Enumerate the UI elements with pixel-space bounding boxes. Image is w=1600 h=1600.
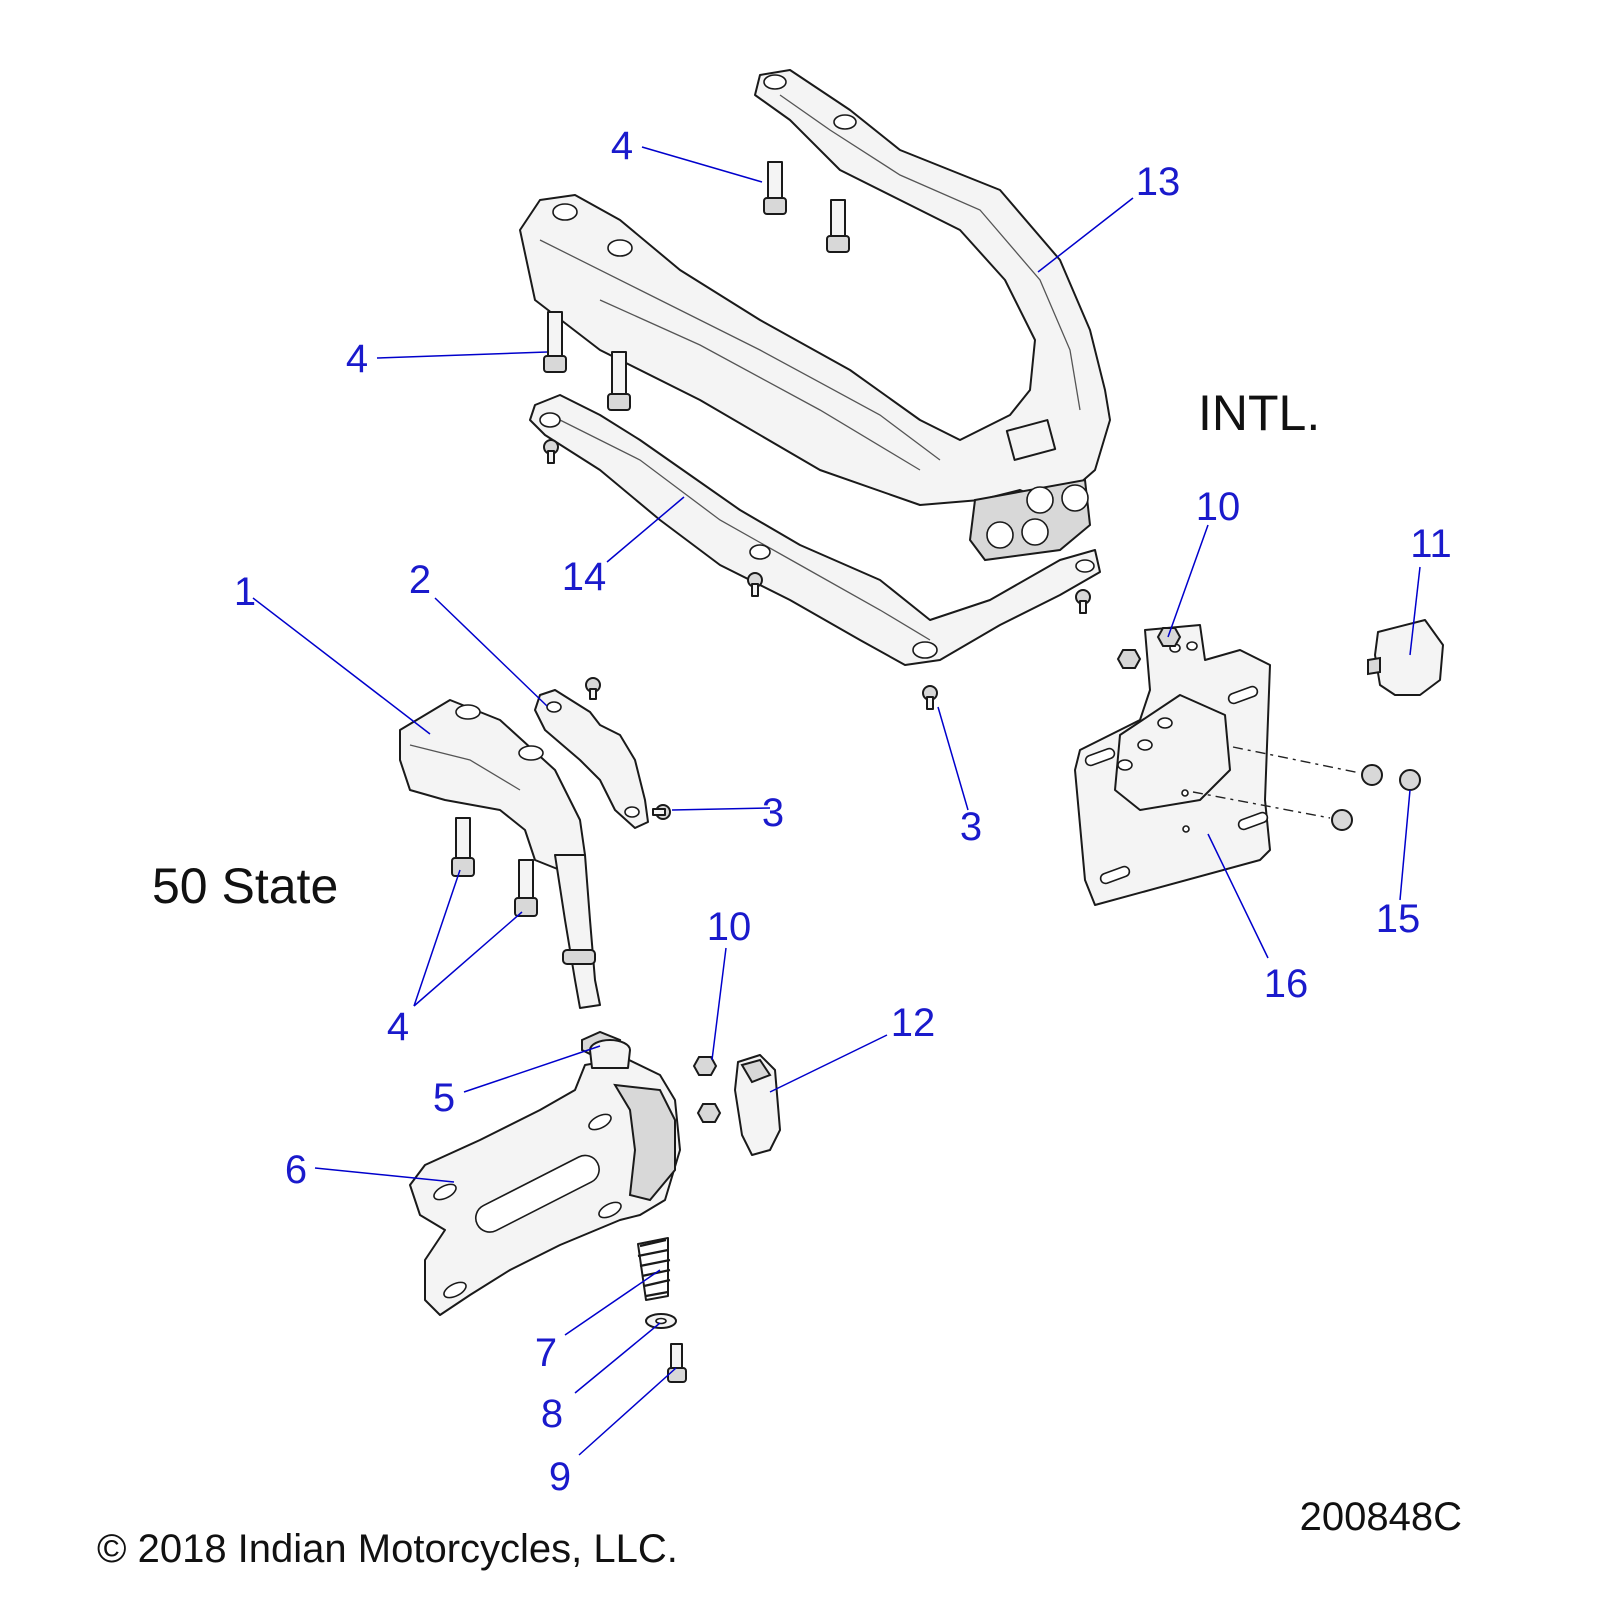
- callout-13: 13: [1136, 160, 1181, 204]
- callout-11: 11: [1410, 522, 1452, 566]
- diagram-number: 200848C: [1300, 1495, 1462, 1539]
- bolt-4-mid-right: [607, 351, 631, 411]
- section-label-intl: INTL.: [1198, 385, 1320, 441]
- bolt-4-upper-left: [763, 161, 787, 215]
- part-6-plate-bracket: [409, 1039, 681, 1316]
- part-14-lower-strip: [529, 394, 1101, 666]
- screw-3-set: [543, 439, 1091, 820]
- callout-14: 14: [562, 555, 607, 599]
- leader-lines: [252, 146, 1421, 1456]
- part-9-bolt: [667, 1343, 687, 1383]
- callout-9: 9: [549, 1455, 571, 1499]
- part-1-mount-bracket: [399, 699, 601, 1009]
- part-8-washer: [645, 1313, 677, 1329]
- part-10-nuts-intl: [1116, 627, 1182, 669]
- callout-8: 8: [541, 1392, 563, 1436]
- copyright-notice: © 2018 Indian Motorcycles, LLC.: [97, 1527, 678, 1571]
- part-16-intl-plate: [1074, 624, 1271, 906]
- callout-15: 15: [1376, 897, 1421, 941]
- callout-1: 1: [234, 570, 256, 614]
- bolt-4-mid-left: [543, 311, 567, 373]
- callout-2: 2: [409, 558, 431, 602]
- callout-labels: 4 13 4 10 11 1 2 14 3 3 15 10 4 16 12 5 …: [234, 124, 1452, 1499]
- callout-6: 6: [285, 1148, 307, 1192]
- callout-10-intl: 10: [1196, 485, 1241, 529]
- callout-12: 12: [891, 1001, 936, 1045]
- callout-5: 5: [433, 1076, 455, 1120]
- callout-10-lower: 10: [707, 905, 752, 949]
- callout-4-mid: 4: [346, 337, 368, 381]
- part-13-upper-frame: [519, 69, 1111, 562]
- callout-7: 7: [535, 1331, 557, 1375]
- callout-4-lower: 4: [387, 1005, 409, 1049]
- part-2-small-bracket: [534, 689, 649, 829]
- bolt-4-upper-right: [826, 199, 850, 253]
- callout-3-right: 3: [960, 805, 982, 849]
- callout-4-top: 4: [611, 124, 633, 168]
- section-label-50-state: 50 State: [152, 858, 338, 914]
- part-11-plate-light: [1367, 619, 1444, 696]
- callout-16: 16: [1264, 962, 1309, 1006]
- part-12-reflector-light: [734, 1054, 781, 1156]
- part-7-spring: [637, 1237, 671, 1301]
- bolt-4-lower-left: [451, 817, 475, 877]
- part-10-nuts-lower: [692, 1056, 722, 1123]
- callout-3-left: 3: [762, 791, 784, 835]
- bolt-4-lower-right: [514, 859, 538, 917]
